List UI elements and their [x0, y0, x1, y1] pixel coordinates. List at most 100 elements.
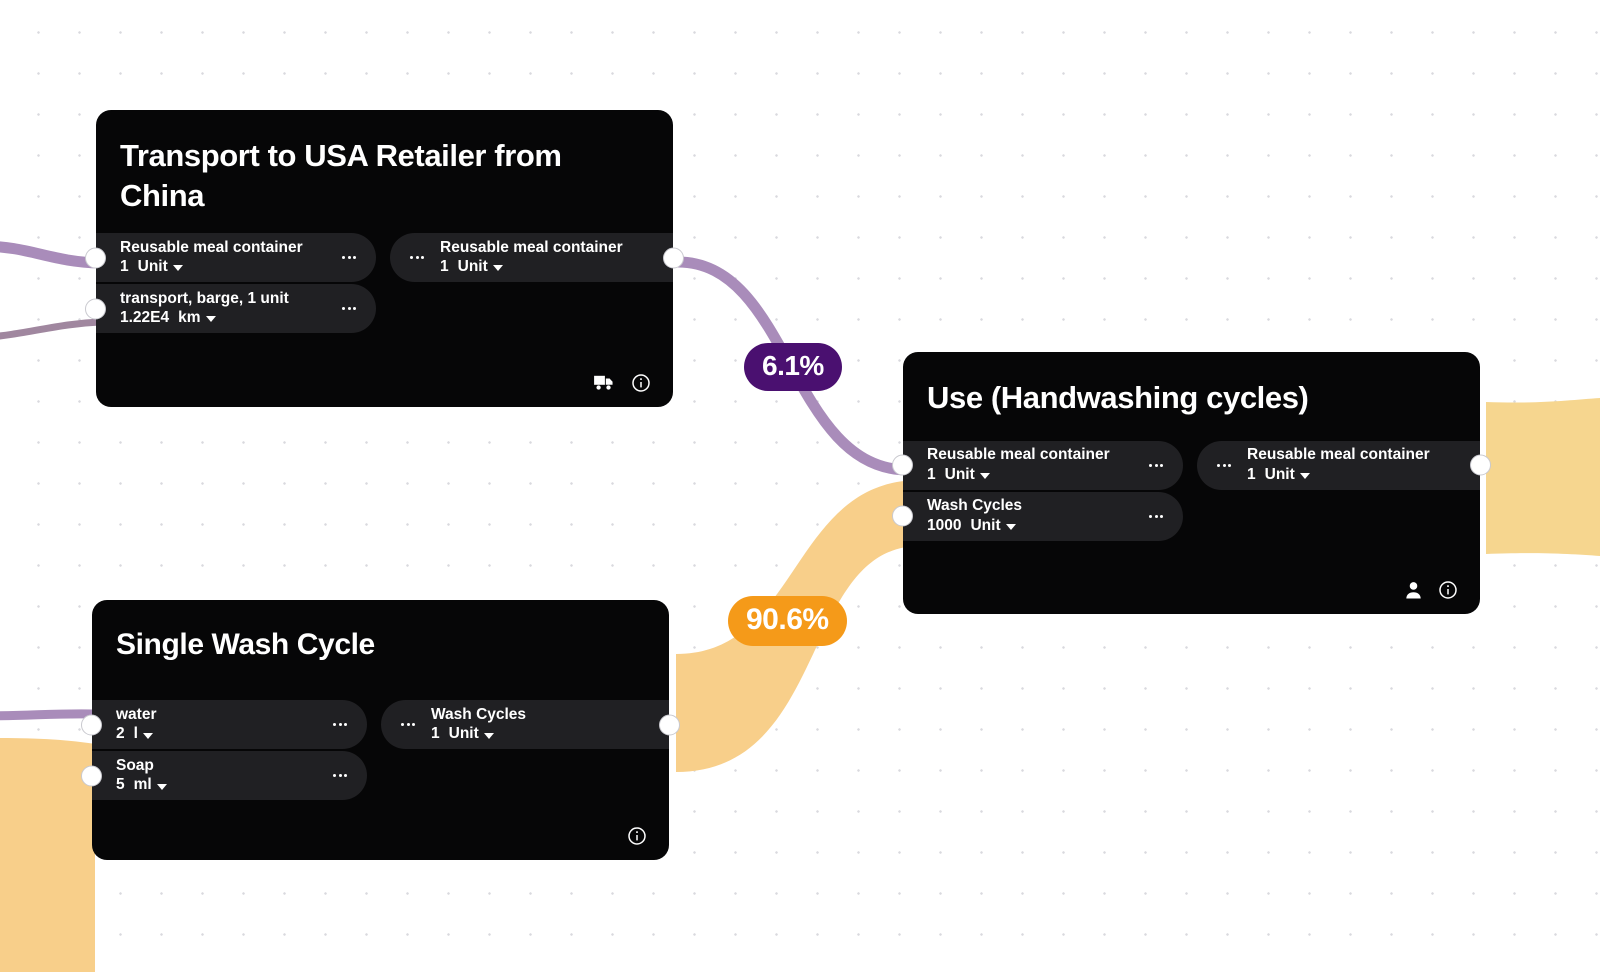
output-label: Reusable meal container	[1247, 446, 1430, 464]
node-title-use: Use (Handwashing cycles)	[927, 380, 1309, 415]
output-menu-button[interactable]	[1201, 463, 1247, 467]
row-gap	[1183, 441, 1197, 490]
input-pill-water[interactable]: water 2 l	[81, 700, 367, 750]
input-value: 1000	[927, 516, 962, 534]
input-value: 1	[927, 465, 936, 483]
input-unit-label: l	[133, 725, 138, 743]
node-use[interactable]: Use (Handwashing cycles) Reusable meal c…	[892, 352, 1491, 614]
input-port-handle[interactable]	[892, 505, 913, 527]
chevron-down-icon	[1005, 523, 1016, 530]
input-menu-button[interactable]	[1133, 514, 1179, 518]
input-pill-wash-cycles[interactable]: Wash Cycles 1000 Unit	[892, 491, 1183, 541]
input-menu-button[interactable]	[326, 307, 372, 311]
row-gap	[376, 233, 390, 282]
chevron-down-icon	[1299, 472, 1310, 479]
output-label: Reusable meal container	[440, 239, 623, 257]
node-title-transport: Transport to USA Retailer from China	[120, 138, 562, 213]
node-title-single-wash-cycle: Single Wash Cycle	[116, 628, 375, 661]
output-pill-content: Wash Cycles 1 Unit	[431, 706, 526, 744]
node-row: transport, barge, 1 unit 1.22E4 km	[85, 284, 673, 334]
input-pill-content: transport, barge, 1 unit 1.22E4 km	[120, 290, 289, 328]
output-unit-select[interactable]: Unit	[1265, 466, 1310, 484]
input-unit-label: km	[178, 309, 201, 327]
node-transport[interactable]: Transport to USA Retailer from China Reu…	[85, 110, 684, 407]
node-rows-use: Reusable meal container 1 Unit	[892, 440, 1491, 541]
input-menu-button[interactable]	[1133, 463, 1179, 467]
chevron-down-icon	[142, 732, 153, 739]
input-unit-select[interactable]: Unit	[138, 258, 183, 276]
output-unit-select[interactable]: Unit	[449, 725, 494, 743]
input-unit-label: Unit	[137, 258, 168, 276]
output-unit-select[interactable]: Unit	[458, 258, 503, 276]
input-unit-select[interactable]: km	[178, 309, 216, 327]
info-icon[interactable]	[1438, 580, 1458, 600]
output-pill-reusable-meal-container[interactable]: Reusable meal container 1 Unit	[390, 233, 684, 283]
info-icon[interactable]	[627, 826, 647, 846]
chevron-down-icon	[483, 732, 494, 739]
output-value-row: 1 Unit	[1247, 466, 1430, 484]
input-label: Soap	[116, 757, 154, 775]
input-label: Reusable meal container	[120, 239, 303, 257]
input-label: Wash Cycles	[927, 497, 1023, 515]
input-unit-select[interactable]: Unit	[970, 517, 1016, 535]
input-value: 5	[116, 776, 125, 794]
output-pill-reusable-meal-container[interactable]: Reusable meal container 1 Unit	[1197, 440, 1491, 490]
edge-label-wash-to-use[interactable]: 90.6%	[728, 596, 847, 646]
node-rows-transport: Reusable meal container 1 Unit	[85, 233, 684, 334]
output-pill-wash-cycles[interactable]: Wash Cycles 1 Unit	[381, 700, 680, 750]
output-unit-label: Unit	[457, 258, 488, 276]
output-port-handle[interactable]	[659, 714, 680, 736]
input-value-row: 1 Unit	[120, 258, 303, 276]
info-icon[interactable]	[631, 373, 651, 393]
input-pill-content: Soap 5 ml	[116, 757, 167, 795]
input-value-row: 2 l	[116, 725, 157, 743]
person-icon[interactable]	[1405, 581, 1422, 599]
input-pill-reusable-meal-container[interactable]: Reusable meal container 1 Unit	[892, 440, 1183, 490]
input-pill-transport-barge[interactable]: transport, barge, 1 unit 1.22E4 km	[85, 284, 376, 334]
input-port-handle[interactable]	[81, 765, 102, 787]
output-pill-content: Reusable meal container 1 Unit	[440, 239, 623, 277]
chevron-down-icon	[156, 783, 167, 790]
output-value-row: 1 Unit	[431, 725, 526, 743]
node-single-wash-cycle[interactable]: Single Wash Cycle water 2 l	[81, 600, 680, 860]
input-unit-select[interactable]: Unit	[945, 466, 990, 484]
input-menu-button[interactable]	[317, 774, 363, 778]
output-unit-label: Unit	[1264, 465, 1295, 483]
edge-label-transport-to-use[interactable]: 6.1%	[744, 343, 842, 391]
node-row: water 2 l	[81, 700, 680, 750]
input-pill-content: Reusable meal container 1 Unit	[120, 239, 303, 277]
output-menu-button[interactable]	[394, 256, 440, 260]
output-port-handle[interactable]	[1470, 454, 1491, 476]
input-value-row: 1 Unit	[927, 466, 1110, 484]
output-menu-button[interactable]	[385, 723, 431, 727]
input-menu-button[interactable]	[326, 256, 372, 260]
truck-icon[interactable]	[593, 374, 615, 392]
output-value: 1	[431, 725, 440, 743]
input-port-handle[interactable]	[81, 714, 102, 736]
input-port-handle[interactable]	[85, 247, 106, 269]
input-unit-label: Unit	[944, 465, 975, 483]
input-value: 1	[120, 258, 129, 276]
input-value: 1.22E4	[120, 309, 170, 327]
input-pill-reusable-meal-container[interactable]: Reusable meal container 1 Unit	[85, 233, 376, 283]
edge-use-output-band	[1486, 398, 1600, 556]
chevron-down-icon	[492, 265, 503, 272]
node-row: Soap 5 ml	[81, 751, 669, 801]
input-unit-select[interactable]: ml	[134, 776, 167, 794]
input-unit-select[interactable]: l	[134, 725, 153, 743]
node-row: Reusable meal container 1 Unit	[85, 233, 684, 283]
node-footer-icons-wash	[627, 826, 647, 846]
node-row: Wash Cycles 1000 Unit	[892, 491, 1480, 541]
input-value: 2	[116, 725, 125, 743]
input-port-handle[interactable]	[892, 454, 913, 476]
output-port-handle[interactable]	[663, 247, 684, 269]
chevron-down-icon	[979, 472, 990, 479]
input-pill-soap[interactable]: Soap 5 ml	[81, 751, 367, 801]
node-rows-wash: water 2 l	[81, 700, 680, 801]
output-pill-content: Reusable meal container 1 Unit	[1247, 446, 1430, 484]
input-port-handle[interactable]	[85, 298, 106, 320]
input-value-row: 1000 Unit	[927, 517, 1022, 535]
input-pill-content: Wash Cycles 1000 Unit	[927, 497, 1022, 535]
input-menu-button[interactable]	[317, 723, 363, 727]
